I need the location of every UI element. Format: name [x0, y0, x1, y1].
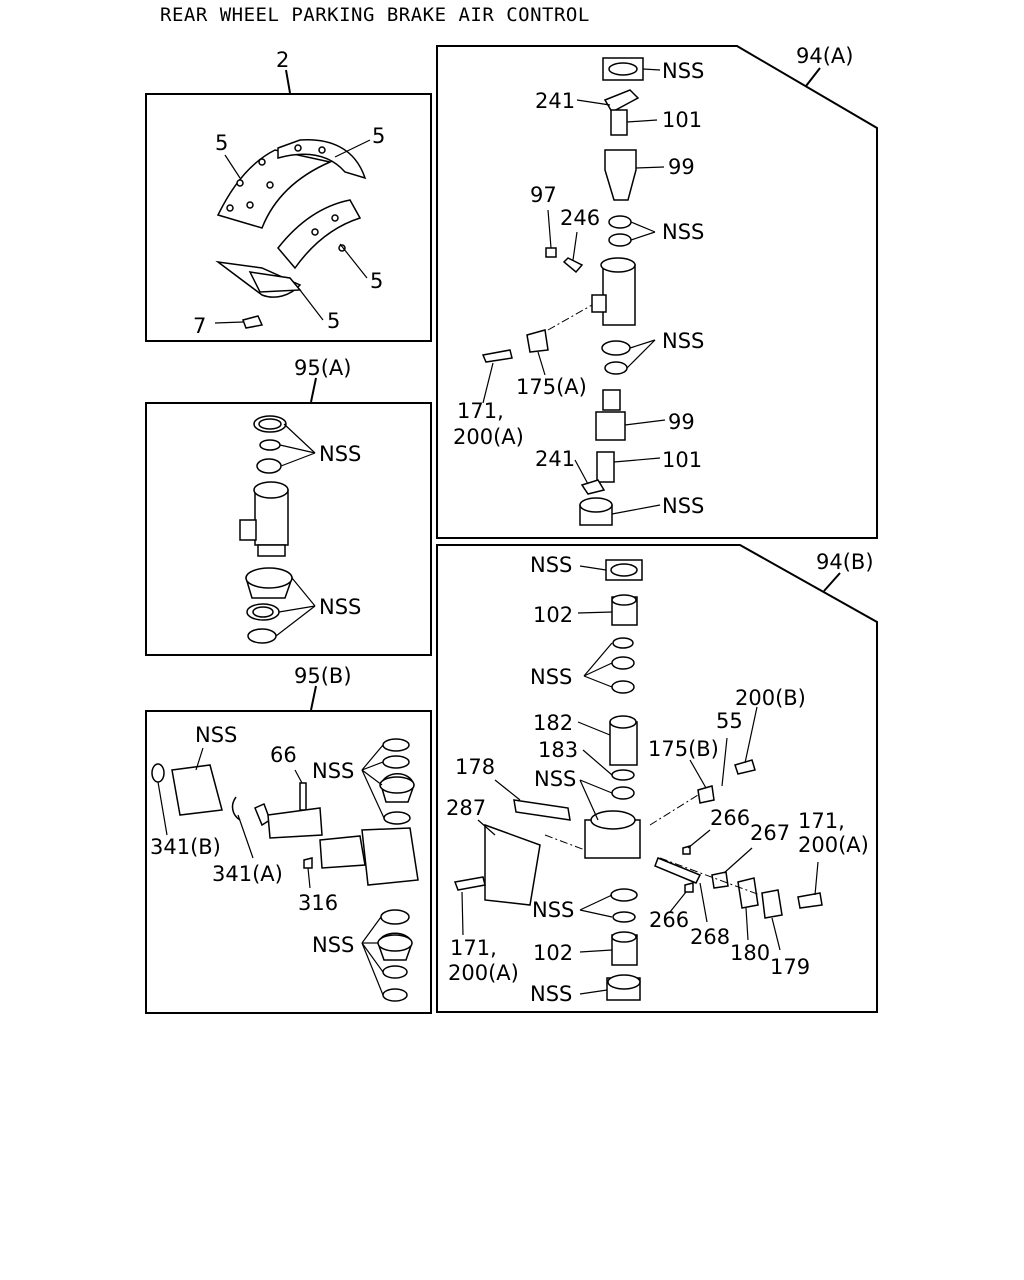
callout: 200(A)	[448, 961, 519, 985]
callout: 266	[649, 908, 689, 932]
callout: 101	[662, 448, 702, 472]
callout: 241	[535, 447, 575, 471]
callout: 341(B)	[150, 835, 221, 859]
callout: 97	[530, 183, 557, 207]
panel-frame-94a	[436, 45, 878, 539]
panel-label-94b: 94(B)	[816, 550, 874, 574]
callout: 5	[327, 309, 340, 333]
callout: 101	[662, 108, 702, 132]
callout: 200(A)	[453, 425, 524, 449]
callout: 5	[372, 124, 385, 148]
callout: 178	[455, 755, 495, 779]
panel-label-2: 2	[276, 48, 289, 72]
callout: NSS	[319, 442, 361, 466]
callout: NSS	[662, 329, 704, 353]
panel-frame-95b	[145, 710, 432, 1014]
callout: 267	[750, 821, 790, 845]
callout: NSS	[534, 767, 576, 791]
callout: NSS	[312, 759, 354, 783]
callout: NSS	[662, 59, 704, 83]
callout: NSS	[530, 665, 572, 689]
page-title: REAR WHEEL PARKING BRAKE AIR CONTROL	[160, 4, 590, 26]
callout: 175(A)	[516, 375, 587, 399]
callout: 66	[270, 743, 297, 767]
callout: NSS	[319, 595, 361, 619]
panel-label-95a: 95(A)	[294, 356, 351, 380]
callout: 5	[215, 131, 228, 155]
callout: 99	[668, 410, 695, 434]
callout: 175(B)	[648, 737, 719, 761]
brake-shoe-illustration	[215, 139, 367, 329]
panel-frame-95a	[145, 402, 432, 656]
callout: 287	[446, 796, 486, 820]
assembly-lines	[544, 304, 761, 896]
callout: 316	[298, 891, 338, 915]
panel-frame-94b	[436, 544, 878, 1013]
callout: 200(B)	[735, 686, 806, 710]
callout: 171,	[798, 809, 845, 833]
panel-label-95b: 95(B)	[294, 664, 352, 688]
callout: NSS	[662, 494, 704, 518]
valve-94b-illustration	[453, 559, 823, 1001]
callout: 99	[668, 155, 695, 179]
valve-95a-illustration	[239, 415, 293, 644]
panel-frame-2	[145, 93, 432, 342]
callout: NSS	[195, 723, 237, 747]
callout: 182	[533, 711, 573, 735]
callout: 102	[533, 941, 573, 965]
callout: 341(A)	[212, 862, 283, 886]
leader-lines	[157, 68, 819, 996]
callout: 241	[535, 89, 575, 113]
callout: 180	[730, 941, 770, 965]
callout: 7	[193, 314, 206, 338]
valve-94a-illustration	[481, 57, 644, 526]
callout: 246	[560, 206, 600, 230]
callout: 200(A)	[798, 833, 869, 857]
callout: 171,	[457, 399, 504, 423]
callout: NSS	[530, 982, 572, 1006]
callout: 171,	[450, 936, 497, 960]
callout: NSS	[530, 553, 572, 577]
callout: 266	[710, 806, 750, 830]
callout: 268	[690, 925, 730, 949]
callout: 183	[538, 738, 578, 762]
callout: 55	[716, 709, 743, 733]
valve-95b-illustration	[151, 738, 419, 1002]
callout: NSS	[312, 933, 354, 957]
callout: 5	[370, 269, 383, 293]
callout: 179	[770, 955, 810, 979]
callout: NSS	[532, 898, 574, 922]
panel-label-94a: 94(A)	[796, 44, 853, 68]
callout: NSS	[662, 220, 704, 244]
callout: 102	[533, 603, 573, 627]
